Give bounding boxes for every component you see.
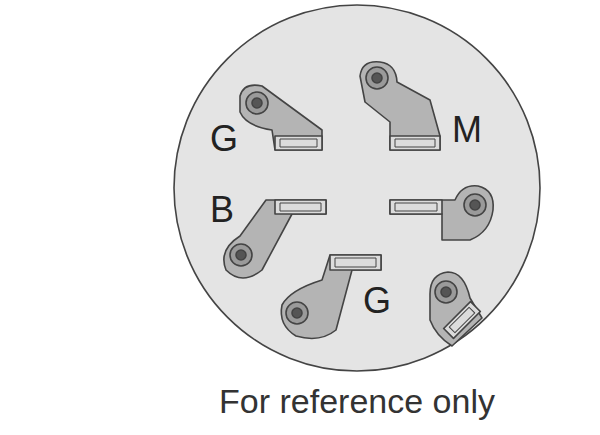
terminal-label: G — [210, 121, 238, 157]
terminal — [430, 272, 482, 346]
terminal-label: B — [210, 192, 234, 228]
caption: For reference only — [219, 384, 495, 418]
terminal-label: G — [363, 283, 391, 319]
terminal — [390, 186, 493, 240]
switch-face — [174, 5, 540, 371]
terminal-label: M — [452, 112, 482, 148]
terminal — [224, 200, 326, 278]
terminal — [360, 62, 440, 150]
terminal — [240, 85, 322, 150]
